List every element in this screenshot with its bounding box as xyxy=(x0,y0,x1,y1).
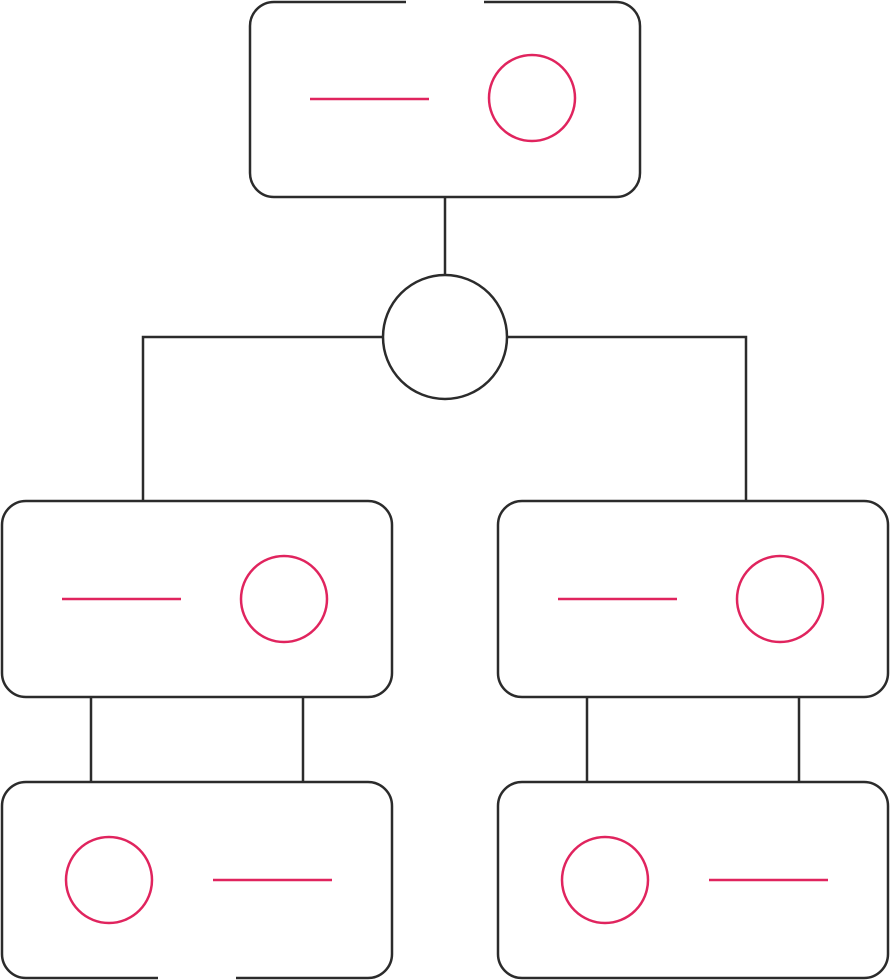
junction-node-icon xyxy=(381,273,509,401)
status-circle-icon xyxy=(735,554,825,644)
status-circle-icon xyxy=(487,53,577,143)
server-node-icon xyxy=(0,780,394,980)
status-circle-icon xyxy=(560,835,650,925)
hub-to-left-connector xyxy=(141,335,383,501)
bottom-left-node-gap xyxy=(158,974,236,980)
mid-left-node xyxy=(0,499,394,699)
server-node-icon xyxy=(0,499,394,699)
mid-right-node xyxy=(496,499,890,699)
root-node xyxy=(248,0,642,199)
connectors xyxy=(89,197,801,782)
hub-to-right-connector xyxy=(507,335,748,501)
server-node-icon xyxy=(496,499,890,699)
status-circle-icon xyxy=(64,835,154,925)
server-node-icon xyxy=(248,0,642,199)
status-circle-icon xyxy=(239,554,329,644)
bottom-left-node xyxy=(0,780,394,980)
bottom-right-node xyxy=(496,780,890,980)
root-node-top-gap xyxy=(406,0,484,6)
server-node-icon xyxy=(496,780,890,980)
